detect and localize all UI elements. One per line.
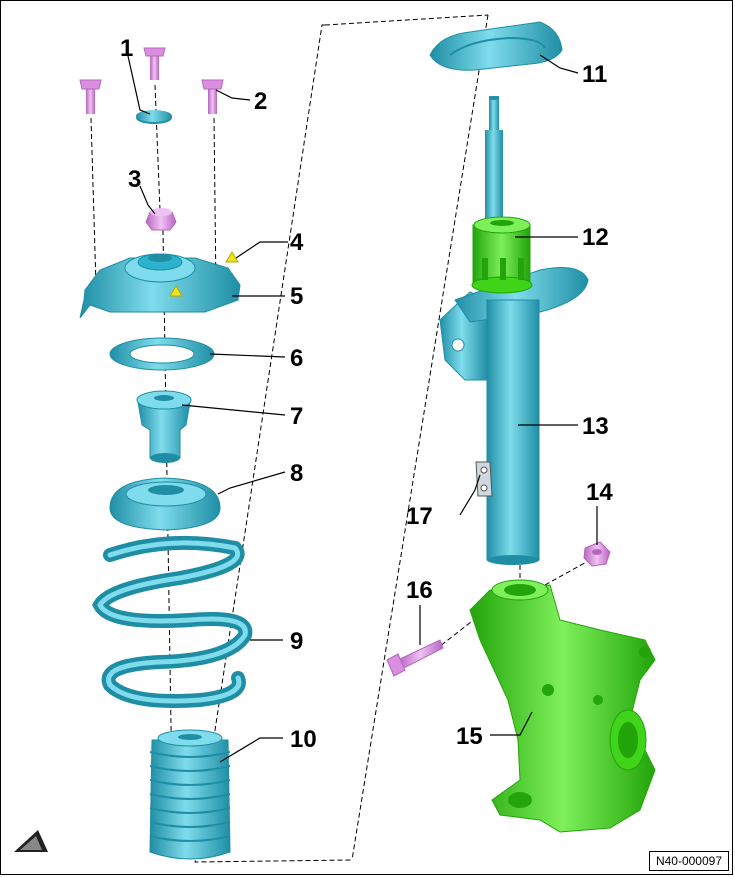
label-4: 4 bbox=[290, 229, 304, 256]
label-17: 17 bbox=[406, 503, 433, 530]
part-15-knuckle bbox=[469, 579, 656, 833]
part-4-studs bbox=[169, 251, 239, 297]
label-2: 2 bbox=[254, 88, 267, 115]
label-13: 13 bbox=[582, 413, 609, 440]
part-1-cap bbox=[136, 110, 172, 124]
top-mount-bolts bbox=[79, 47, 224, 114]
label-7: 7 bbox=[290, 403, 303, 430]
figure-id-label: N40-000097 bbox=[648, 851, 729, 871]
label-1: 1 bbox=[120, 35, 133, 62]
label-9: 9 bbox=[290, 628, 303, 655]
part-13-shock-absorber bbox=[439, 96, 589, 565]
part-3-nut bbox=[145, 208, 177, 231]
label-8: 8 bbox=[290, 460, 303, 487]
part-10-dust-boot bbox=[149, 729, 231, 860]
label-6: 6 bbox=[290, 345, 303, 372]
part-12-sleeve bbox=[471, 216, 533, 294]
north-arrow-icon bbox=[14, 830, 48, 852]
label-12: 12 bbox=[582, 224, 609, 251]
part-17-bracket bbox=[475, 461, 493, 497]
part-9-coil-spring bbox=[92, 535, 253, 708]
label-11: 11 bbox=[582, 61, 607, 88]
label-15: 15 bbox=[456, 723, 483, 750]
leader-lines bbox=[127, 54, 598, 763]
label-16: 16 bbox=[406, 577, 433, 604]
part-number-labels: 1 2 3 4 5 6 7 8 9 10 11 12 13 14 15 16 1… bbox=[120, 35, 613, 753]
label-3: 3 bbox=[128, 166, 141, 193]
label-5: 5 bbox=[290, 283, 303, 310]
label-14: 14 bbox=[586, 479, 613, 506]
part-16-pinch-bolt bbox=[386, 639, 444, 677]
label-10: 10 bbox=[290, 726, 317, 753]
part-8-spring-seat bbox=[109, 477, 221, 531]
bolt-top-center bbox=[143, 47, 166, 80]
part-14-nut bbox=[583, 541, 611, 567]
part-5-strut-mount bbox=[79, 253, 241, 319]
part-6-ring bbox=[109, 337, 215, 371]
part-7-bump-stop bbox=[136, 390, 192, 463]
part-11-top-seat bbox=[429, 21, 563, 71]
bolt-left bbox=[79, 79, 102, 114]
bolt-right bbox=[201, 79, 224, 114]
